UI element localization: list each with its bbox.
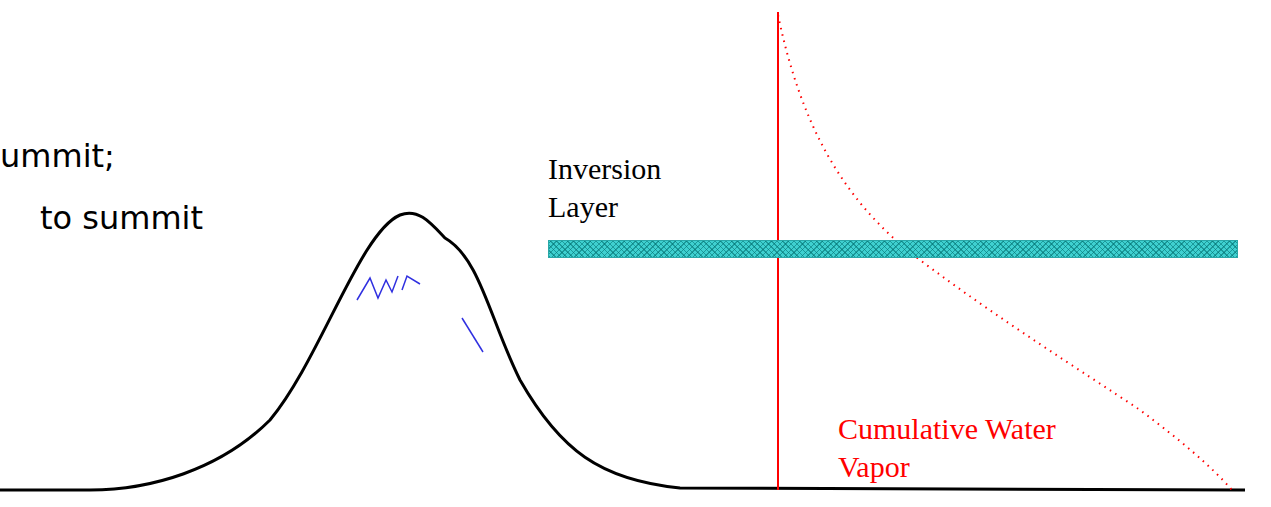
inversion-layer-band: Inversion Layer <box>548 150 1238 258</box>
curve-label: Cumulative Water Vapor <box>838 410 1073 486</box>
snow-marks <box>357 276 483 352</box>
cropped-note: ummit; <box>0 136 160 176</box>
band-heading: Inversion Layer <box>548 150 698 226</box>
inversion-band <box>548 240 1238 258</box>
mountain-outline <box>0 213 1245 490</box>
cropped-note: to summit <box>40 198 240 238</box>
